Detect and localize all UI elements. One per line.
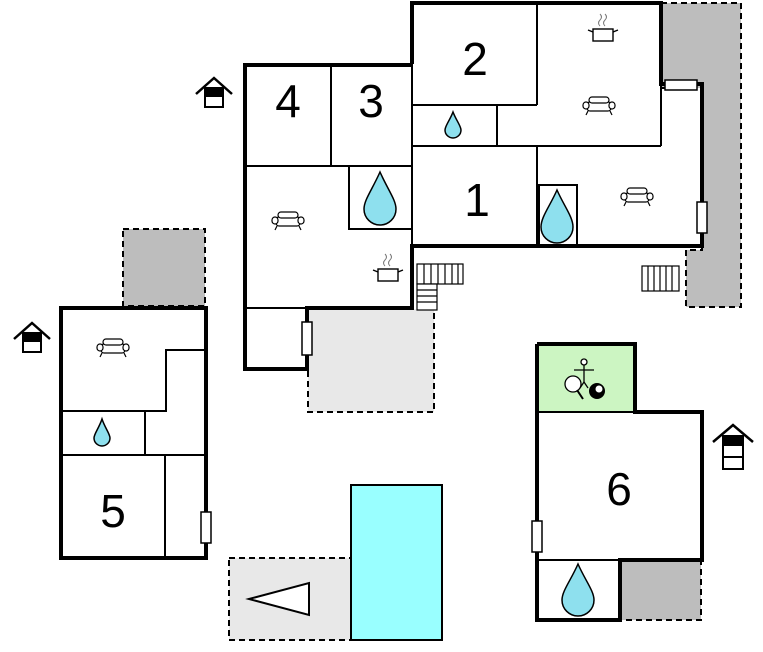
room-label-4: 4 xyxy=(275,75,301,127)
games-room xyxy=(537,344,635,412)
sofa-icon xyxy=(271,211,305,231)
terrace-building-6 xyxy=(619,559,702,621)
cooking-pot-icon xyxy=(372,253,404,282)
cooking-pot-icon xyxy=(587,13,619,42)
building-5-walls xyxy=(59,306,208,560)
room-label-3: 3 xyxy=(358,75,384,127)
pool-direction-marker xyxy=(245,581,310,617)
water-drop-icon xyxy=(561,562,595,617)
water-drop-icon xyxy=(444,109,462,139)
billiard-ball-icon xyxy=(589,383,605,399)
patio-center xyxy=(307,308,435,413)
main-building-interior xyxy=(245,3,662,309)
water-drop-icon xyxy=(540,188,574,244)
house-icon xyxy=(712,423,754,470)
building-5-interior xyxy=(60,349,206,558)
sofa-icon xyxy=(620,187,654,207)
room-label-5: 5 xyxy=(100,485,126,537)
house-icon xyxy=(194,76,234,109)
door-icon xyxy=(664,79,698,91)
stairs-icon xyxy=(641,265,680,292)
sofa-icon xyxy=(96,338,130,358)
door-icon xyxy=(301,321,313,356)
sofa-icon xyxy=(582,96,616,116)
terrace-left xyxy=(122,228,206,307)
table-tennis-icon xyxy=(564,375,584,400)
room-label-1: 1 xyxy=(464,174,490,226)
building-6-walls xyxy=(535,342,704,622)
door-icon xyxy=(200,511,212,544)
room-label-6: 6 xyxy=(606,463,632,515)
water-drop-icon xyxy=(93,416,111,447)
door-icon xyxy=(696,201,708,234)
building-6-interior xyxy=(537,411,635,561)
water-drop-icon xyxy=(363,170,397,226)
room-label-2: 2 xyxy=(462,33,488,85)
swimming-pool xyxy=(350,484,443,641)
house-icon xyxy=(12,321,52,354)
door-icon xyxy=(531,520,543,553)
stairs-icon xyxy=(416,263,464,311)
